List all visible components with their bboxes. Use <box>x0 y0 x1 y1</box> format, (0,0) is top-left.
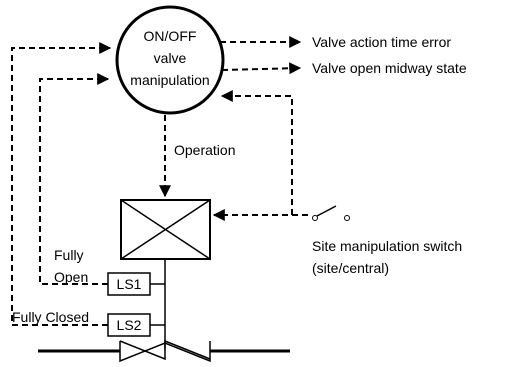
controller-label-line2: valve <box>154 50 187 66</box>
limit-switch-ls2: LS2 <box>107 313 165 337</box>
actuator-box <box>120 199 211 260</box>
ls1-label: LS1 <box>117 276 142 292</box>
site-switch-symbol <box>312 205 350 221</box>
valve-body-outline <box>119 341 211 363</box>
fully-open-label-line2: Open <box>54 269 88 285</box>
operation-label: Operation <box>174 142 235 158</box>
midway-state-label: Valve open midway state <box>312 60 467 76</box>
site-switch-label-line1: Site manipulation switch <box>312 238 462 254</box>
site-switch-label-line2: (site/central) <box>312 260 389 276</box>
ls2-label: LS2 <box>117 317 142 333</box>
time-error-label: Valve action time error <box>312 34 451 50</box>
switch-feedback-line <box>220 90 293 215</box>
fully-open-feedback-line <box>39 73 110 285</box>
fully-closed-label: Fully Closed <box>12 309 89 325</box>
fully-closed-feedback-line <box>11 42 112 326</box>
controller-label-line3: manipulation <box>130 72 209 88</box>
midway-state-arrow <box>221 62 302 75</box>
controller-node: ON/OFF valve manipulation <box>115 5 225 115</box>
controller-label-line1: ON/OFF <box>144 28 197 44</box>
limit-switch-ls1: LS1 <box>107 272 165 296</box>
valve-body <box>119 339 211 361</box>
fully-open-label-line1: Fully <box>54 247 84 263</box>
